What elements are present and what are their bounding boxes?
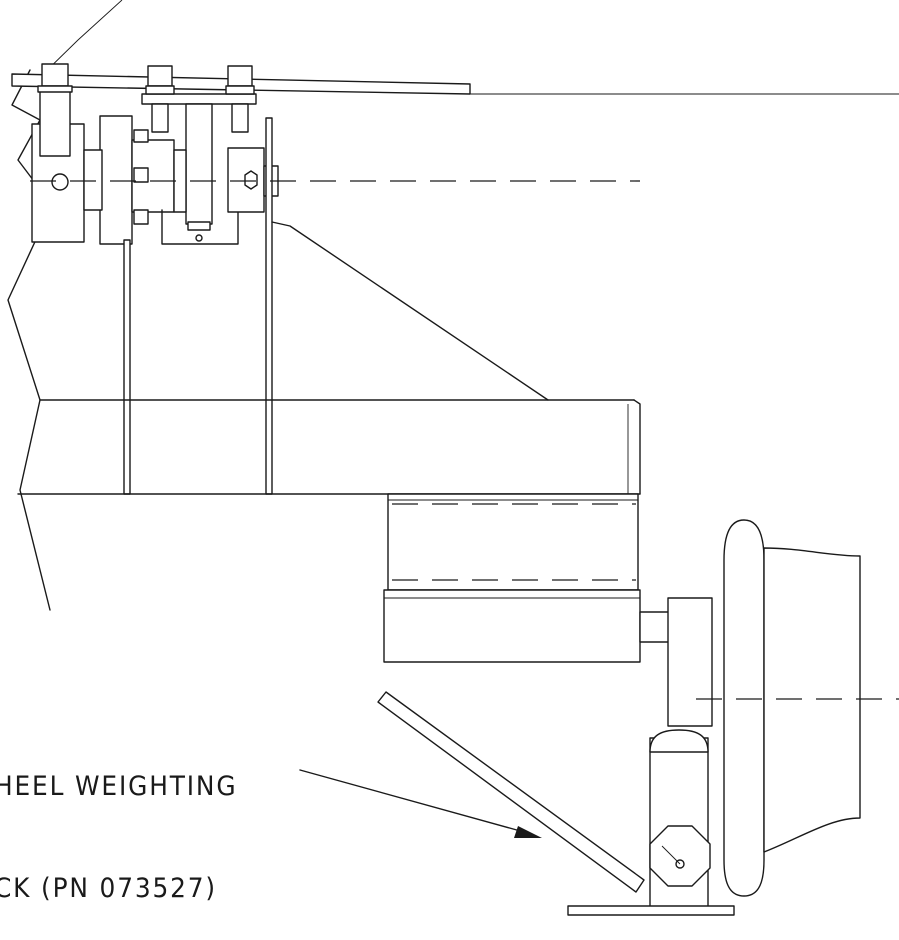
callout-line-2: CK (PN 073527) — [0, 873, 217, 904]
bearing-nut-1 — [133, 129, 149, 143]
center-bolt-right-head — [227, 65, 253, 87]
center-stud-right — [231, 103, 249, 133]
hex-nut-center — [244, 170, 258, 190]
callout-leader — [299, 769, 525, 833]
left-pivot-hole — [51, 173, 69, 191]
left-washer — [37, 85, 73, 93]
wheel-tire — [723, 519, 765, 897]
jack-post-cap — [649, 729, 709, 753]
jack-handle — [377, 691, 645, 893]
gusset-brace — [271, 221, 549, 401]
center-channel — [161, 209, 239, 245]
center-post-hole — [195, 234, 203, 242]
spacer-block — [387, 493, 639, 591]
center-bolt-left-washer — [145, 85, 175, 95]
bearing-nut-2 — [133, 167, 149, 183]
center-bolt-left-head — [147, 65, 173, 87]
center-plate — [141, 93, 257, 105]
bearing-nut-3 — [133, 209, 149, 225]
wheel-hub-block — [667, 597, 713, 727]
center-bolt-right-washer — [225, 85, 255, 95]
center-post — [185, 103, 213, 225]
arm-rod-right — [265, 117, 273, 495]
center-stud-left — [151, 103, 169, 133]
left-clevis-inner — [39, 89, 71, 157]
jack-pulley — [649, 825, 711, 887]
beam-end — [633, 399, 641, 495]
wheel-stub-axle — [639, 611, 671, 643]
lower-plate — [383, 589, 641, 663]
jack-pulley-pin — [675, 859, 685, 869]
technical-drawing — [7, 0, 899, 916]
callout-line-1: HEEL WEIGHTING — [0, 771, 238, 802]
bearing-hub — [83, 149, 103, 211]
center-post-base — [187, 221, 211, 231]
arm-rod-left — [123, 239, 131, 495]
wheel-rim — [763, 547, 861, 853]
jack-base-plate — [567, 905, 735, 916]
wheel-weighting-jack-callout: HEEL WEIGHTING CK (PN 073527) — [0, 702, 237, 940]
bearing-flange — [99, 115, 133, 245]
jack-pulley-spoke — [661, 845, 681, 865]
left-bolt-head — [41, 63, 69, 87]
callout-arrowhead — [514, 826, 542, 838]
